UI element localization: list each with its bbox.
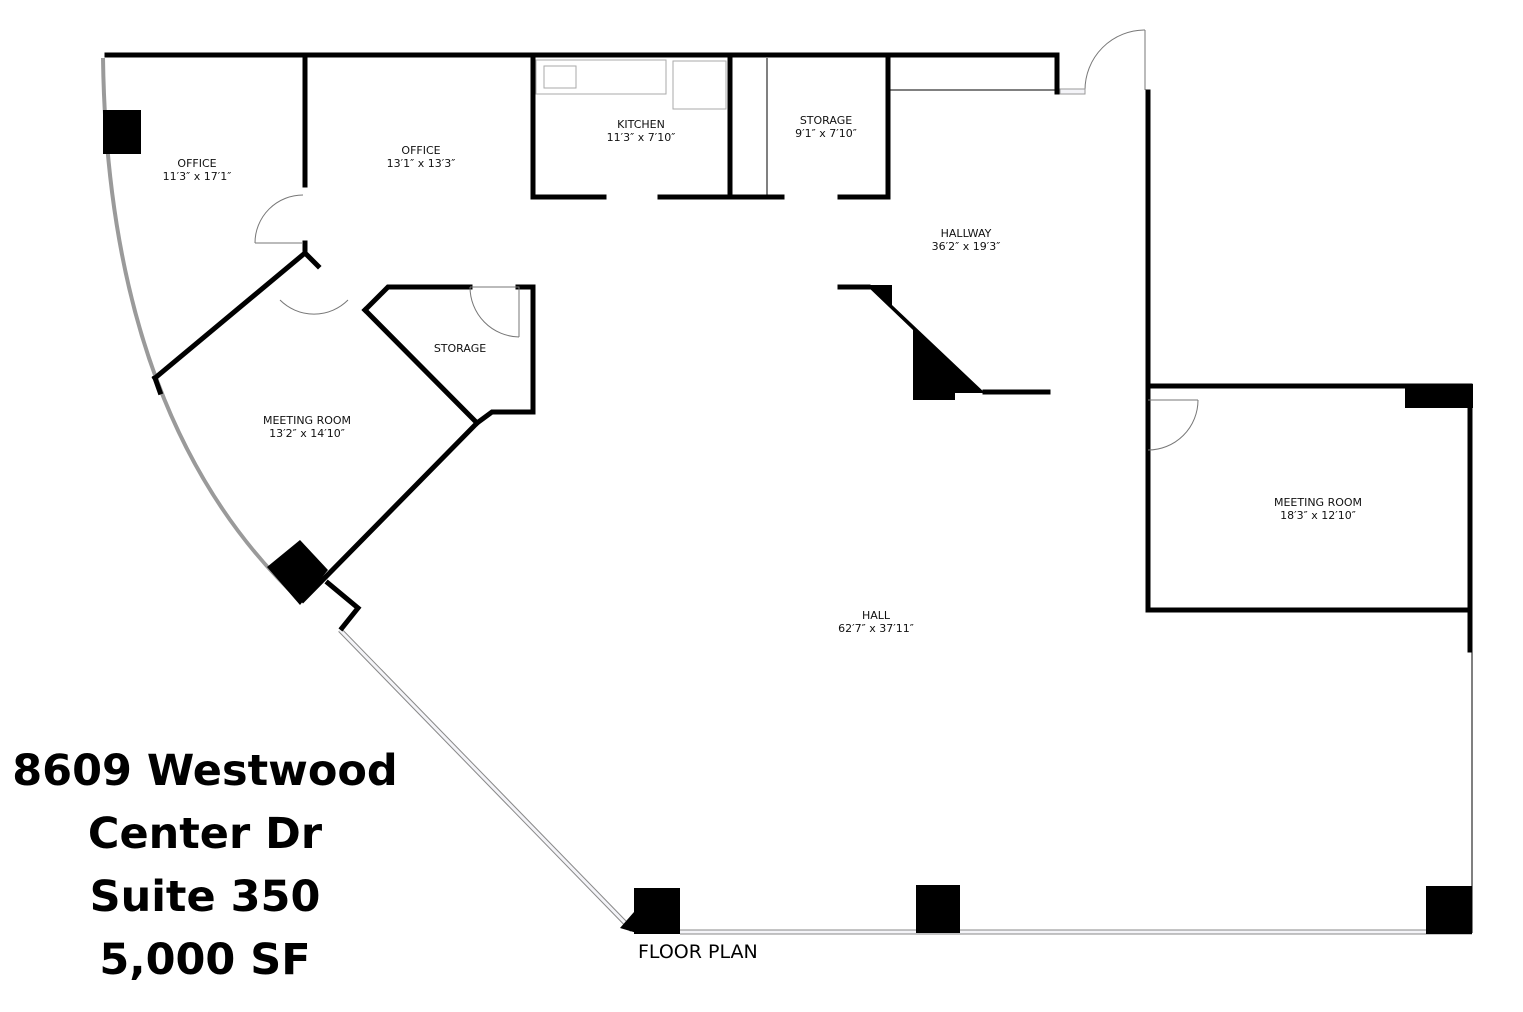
- address-line-2: Center Dr: [87, 809, 323, 859]
- svg-text:18′3″ x 12′10″: 18′3″ x 12′10″: [1280, 509, 1356, 522]
- room-label-hall: HALL 62′7″ x 37′11″: [838, 609, 914, 635]
- doors: [254, 29, 1199, 451]
- svg-text:36′2″ x 19′3″: 36′2″ x 19′3″: [932, 240, 1001, 253]
- interior-walls: [151, 52, 1471, 632]
- address-line-1: 8609 Westwood: [12, 746, 398, 796]
- room-label-kitchen: KITCHEN 11′3″ x 7′10″: [607, 118, 676, 144]
- svg-text:HALL: HALL: [862, 609, 891, 622]
- square-footage: 5,000 SF: [99, 935, 311, 985]
- room-label-meeting-room-1: MEETING ROOM 13′2″ x 14′10″: [263, 414, 351, 440]
- svg-text:HALLWAY: HALLWAY: [941, 227, 992, 240]
- svg-text:62′7″ x 37′11″: 62′7″ x 37′11″: [838, 622, 914, 635]
- svg-text:13′2″ x 14′10″: 13′2″ x 14′10″: [269, 427, 345, 440]
- svg-text:OFFICE: OFFICE: [177, 157, 216, 170]
- property-info: 8609 Westwood Center Dr Suite 350 5,000 …: [0, 740, 410, 992]
- room-label-storage-2: STORAGE: [434, 342, 486, 355]
- svg-text:OFFICE: OFFICE: [401, 144, 440, 157]
- svg-text:13′1″ x 13′3″: 13′1″ x 13′3″: [387, 157, 456, 170]
- svg-text:MEETING ROOM: MEETING ROOM: [263, 414, 351, 427]
- svg-text:MEETING ROOM: MEETING ROOM: [1274, 496, 1362, 509]
- floor-plan-title: FLOOR PLAN: [638, 941, 758, 963]
- svg-text:9′1″ x 7′10″: 9′1″ x 7′10″: [795, 127, 857, 140]
- room-label-office-1: OFFICE 11′3″ x 17′1″: [163, 157, 232, 183]
- svg-text:STORAGE: STORAGE: [434, 342, 486, 355]
- room-label-office-2: OFFICE 13′1″ x 13′3″: [387, 144, 456, 170]
- room-label-storage-1: STORAGE 9′1″ x 7′10″: [795, 114, 857, 140]
- svg-text:11′3″ x 17′1″: 11′3″ x 17′1″: [163, 170, 232, 183]
- svg-text:STORAGE: STORAGE: [800, 114, 852, 127]
- room-label-meeting-room-2: MEETING ROOM 18′3″ x 12′10″: [1274, 496, 1362, 522]
- room-label-hallway: HALLWAY 36′2″ x 19′3″: [932, 227, 1001, 253]
- svg-text:KITCHEN: KITCHEN: [617, 118, 665, 131]
- suite-number: Suite 350: [89, 872, 321, 922]
- svg-text:11′3″ x 7′10″: 11′3″ x 7′10″: [607, 131, 676, 144]
